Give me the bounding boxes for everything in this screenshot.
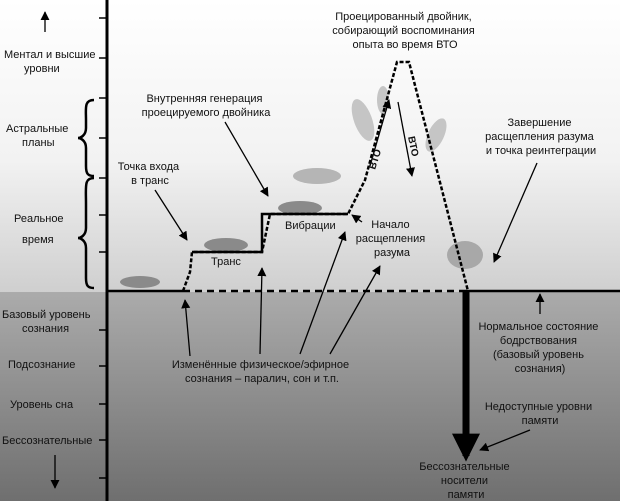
level-real-time: Реальное время [14,213,67,246]
label-inaccessible: Недоступные уровни памяти [485,401,595,427]
astral-brace [77,98,95,178]
label-altered: Изменённые физическое/эфирное сознания –… [172,359,352,385]
upper-zone [0,0,620,292]
level-subconscious: Подсознание [8,359,75,371]
real-time-brace [77,176,95,290]
label-split-end: Завершение расщепления разума и точка ре… [485,117,597,157]
label-projected-double: Проецированный двойник, собирающий воспо… [332,11,478,51]
level-mental: Ментал и высшие уровни [4,49,99,75]
level-baseline: Базовый уровень сознания [2,309,94,335]
label-split-start: Начало расщепления разума [356,219,429,259]
level-sleep: Уровень сна [10,399,74,411]
label-trance: Транс [211,256,241,268]
vto-label-right: ВТО [405,135,420,158]
label-vibrations: Вибрации [285,220,336,232]
consciousness-path [181,60,470,292]
vto-down-arrow [397,101,415,177]
level-astral: Астральные планы [6,123,71,149]
level-unconscious: Бессознательные [2,435,92,447]
split-start-arrow [351,214,363,224]
vto-up-arrow [369,99,392,167]
label-memory-carriers: Бессознательные носители памяти [419,461,512,501]
entry-point-arrow [154,189,188,241]
split-end-arrow [493,162,538,263]
altered-arrows [181,231,381,357]
axis-ticks [99,17,107,479]
internal-generation-arrow [224,121,269,197]
inaccessible-arrow [479,429,531,452]
label-normal-state: Нормальное состояние бодрствования (базо… [478,321,601,375]
trance-steps [192,212,348,254]
label-internal-generation: Внутренняя генерация проецируемого двойн… [142,93,272,119]
label-entry-point: Точка входа в транс [118,161,182,187]
